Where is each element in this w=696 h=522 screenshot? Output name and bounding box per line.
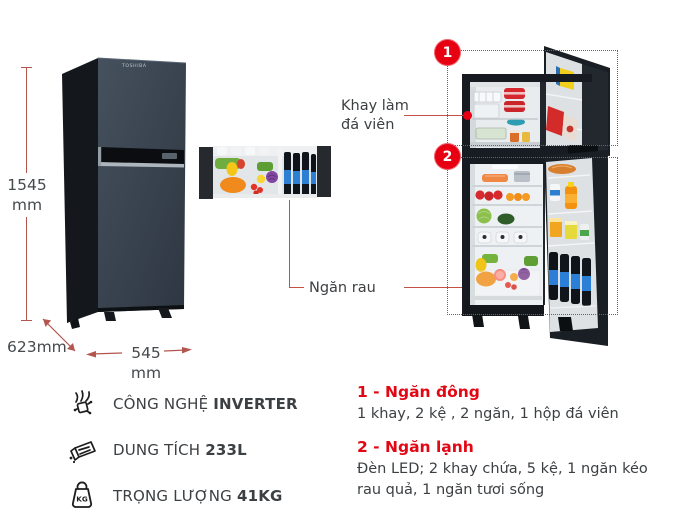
vegetable-callout-line-right	[404, 287, 462, 288]
svg-text:KG: KG	[76, 495, 88, 504]
drawer-inset-image	[199, 146, 331, 199]
feet	[472, 314, 573, 331]
feature-row-inverter: CÔNG NGHỆ INVERTER	[64, 381, 354, 427]
closed-fridge-image: TOSHIBA	[62, 57, 187, 329]
fridge-interior	[470, 164, 543, 305]
cola-bottles	[549, 252, 591, 306]
weight-kg-icon: KG	[64, 479, 100, 513]
feature-text: DUNG TÍCH 233L	[113, 441, 247, 459]
brand-wordmark: TOSHIBA	[121, 63, 147, 69]
open-fridge-door	[544, 150, 608, 346]
width-dimension-arrows	[86, 347, 192, 358]
ice-tray-callout-line	[404, 115, 466, 116]
depth-dimension-label: 623mm	[7, 338, 67, 356]
legend-title: 1 - Ngăn đông	[357, 383, 480, 401]
vegetable-callout-vline	[289, 200, 290, 288]
legend-item-fridge: 2 - Ngăn lạnh Đèn LED; 2 khay chứa, 5 kệ…	[357, 438, 659, 501]
ice-tray-callout-label: Khay làm đá viên	[341, 98, 409, 133]
vegetable-callout-line-left	[289, 287, 304, 288]
height-dimension-tick-top	[21, 67, 32, 68]
legend-desc: Đèn LED; 2 khay chứa, 5 kệ, 1 ngăn kéo r…	[357, 461, 648, 498]
height-dimension-line-top	[26, 68, 27, 173]
feature-list: CÔNG NGHỆ INVERTER DUNG TÍCH 233L KG	[64, 381, 354, 519]
height-dimension-tick-bottom	[21, 320, 32, 321]
capacity-box-icon	[64, 434, 100, 466]
legend-item-freezer: 1 - Ngăn đông 1 khay, 2 kệ , 2 ngăn, 1 h…	[357, 383, 659, 425]
open-fridge-image	[462, 46, 610, 346]
legend: 1 - Ngăn đông 1 khay, 2 kệ , 2 ngăn, 1 h…	[357, 383, 659, 501]
depth-dimension-arrow	[42, 318, 76, 352]
legend-desc: 1 khay, 2 kệ , 2 ngăn, 1 hộp đá viên	[357, 406, 619, 422]
fridge-region-outline	[447, 157, 618, 315]
height-dimension-label: 1545 mm	[7, 176, 47, 214]
inverter-circuit-icon	[64, 388, 100, 420]
feature-row-capacity: DUNG TÍCH 233L	[64, 427, 354, 473]
vegetable-callout-label: Ngăn rau	[309, 280, 376, 296]
badge-1: 1	[434, 39, 461, 66]
width-dimension-label: 545 mm	[130, 344, 162, 382]
height-dimension-line-bottom	[26, 217, 27, 321]
freezer-region-outline	[447, 50, 618, 146]
badge-2: 2	[434, 143, 461, 170]
cabinet: TOSHIBA	[62, 57, 187, 329]
feature-text: CÔNG NGHỆ INVERTER	[113, 395, 298, 413]
bottles	[284, 152, 316, 196]
freezer-interior	[470, 82, 540, 148]
top-jars	[217, 147, 269, 155]
ice-tray-target-dot	[463, 111, 472, 120]
feature-row-weight: KG TRỌNG LƯỢNG 41KG	[64, 473, 354, 519]
feature-text: TRỌNG LƯỢNG 41KG	[113, 487, 283, 505]
legend-title: 2 - Ngăn lạnh	[357, 438, 474, 456]
region-connector-line	[447, 52, 448, 313]
vegetables	[215, 158, 278, 196]
vegetable-drawer	[473, 254, 541, 297]
